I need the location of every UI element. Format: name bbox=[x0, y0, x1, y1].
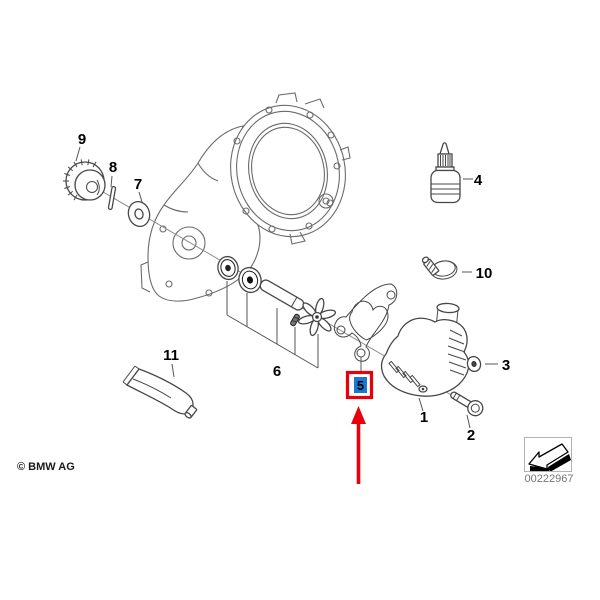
part-label-1[interactable]: 1 bbox=[420, 409, 428, 426]
part-label-4[interactable]: 4 bbox=[474, 172, 483, 189]
direction-arrow-icon bbox=[528, 443, 571, 472]
part-label-2[interactable]: 2 bbox=[467, 427, 475, 444]
part-3-washer-drawing bbox=[466, 355, 482, 373]
highlighted-part-5-callout[interactable]: 5 bbox=[345, 370, 374, 400]
part-1-pump-cover-drawing bbox=[380, 302, 470, 397]
part-10-hose-clamp-drawing bbox=[421, 256, 458, 280]
part-label-7[interactable]: 7 bbox=[134, 176, 142, 193]
part-6-leader-lines bbox=[226, 281, 319, 369]
part-2-bolt-drawing bbox=[450, 391, 484, 417]
bmw-copyright-text: © BMW AG bbox=[17, 461, 75, 473]
part-8-pin-drawing bbox=[107, 185, 117, 211]
part-5-gasket-drawing bbox=[333, 283, 398, 362]
part-label-3[interactable]: 3 bbox=[502, 357, 510, 374]
diagram-code-text: 00222967 bbox=[524, 473, 574, 485]
part-11-tube-drawing bbox=[122, 365, 198, 419]
part-label-10[interactable]: 10 bbox=[476, 265, 493, 282]
part-label-9[interactable]: 9 bbox=[78, 131, 86, 148]
arrow-head bbox=[351, 406, 366, 424]
leader-lines bbox=[75, 146, 498, 429]
highlighted-part-label-5[interactable]: 5 bbox=[357, 378, 364, 393]
part-4-bottle-drawing bbox=[430, 142, 461, 204]
highlight-pointer-arrow bbox=[351, 406, 366, 484]
part-label-8[interactable]: 8 bbox=[109, 159, 117, 176]
part-label-11[interactable]: 11 bbox=[163, 347, 179, 364]
part-6-shaft-assembly-drawing bbox=[217, 255, 337, 369]
direction-stamp-box bbox=[524, 437, 572, 472]
part-label-6[interactable]: 6 bbox=[273, 363, 281, 380]
part-7-washer-drawing bbox=[127, 200, 151, 228]
part-9-gear-drawing bbox=[63, 159, 106, 201]
highlight-blue-fill bbox=[354, 377, 367, 393]
